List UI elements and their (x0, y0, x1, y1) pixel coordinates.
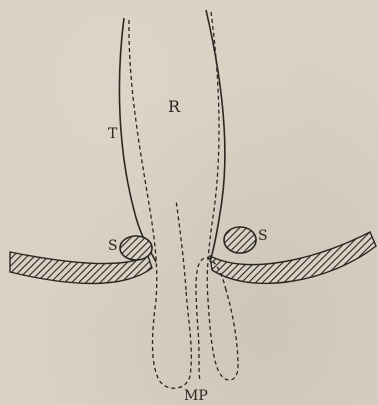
label-mp: MP (184, 388, 208, 404)
left-inner-dashed (129, 20, 191, 388)
label-s-right: S (258, 228, 268, 244)
left-oval-structure (120, 236, 152, 260)
left-outer-wall (119, 18, 156, 262)
label-r: R (168, 97, 181, 116)
label-t: T (108, 126, 118, 142)
label-s-left: S (108, 238, 118, 254)
center-dashed-right (196, 258, 226, 380)
center-dashed-left (176, 200, 186, 290)
right-oval-structure (224, 227, 256, 253)
